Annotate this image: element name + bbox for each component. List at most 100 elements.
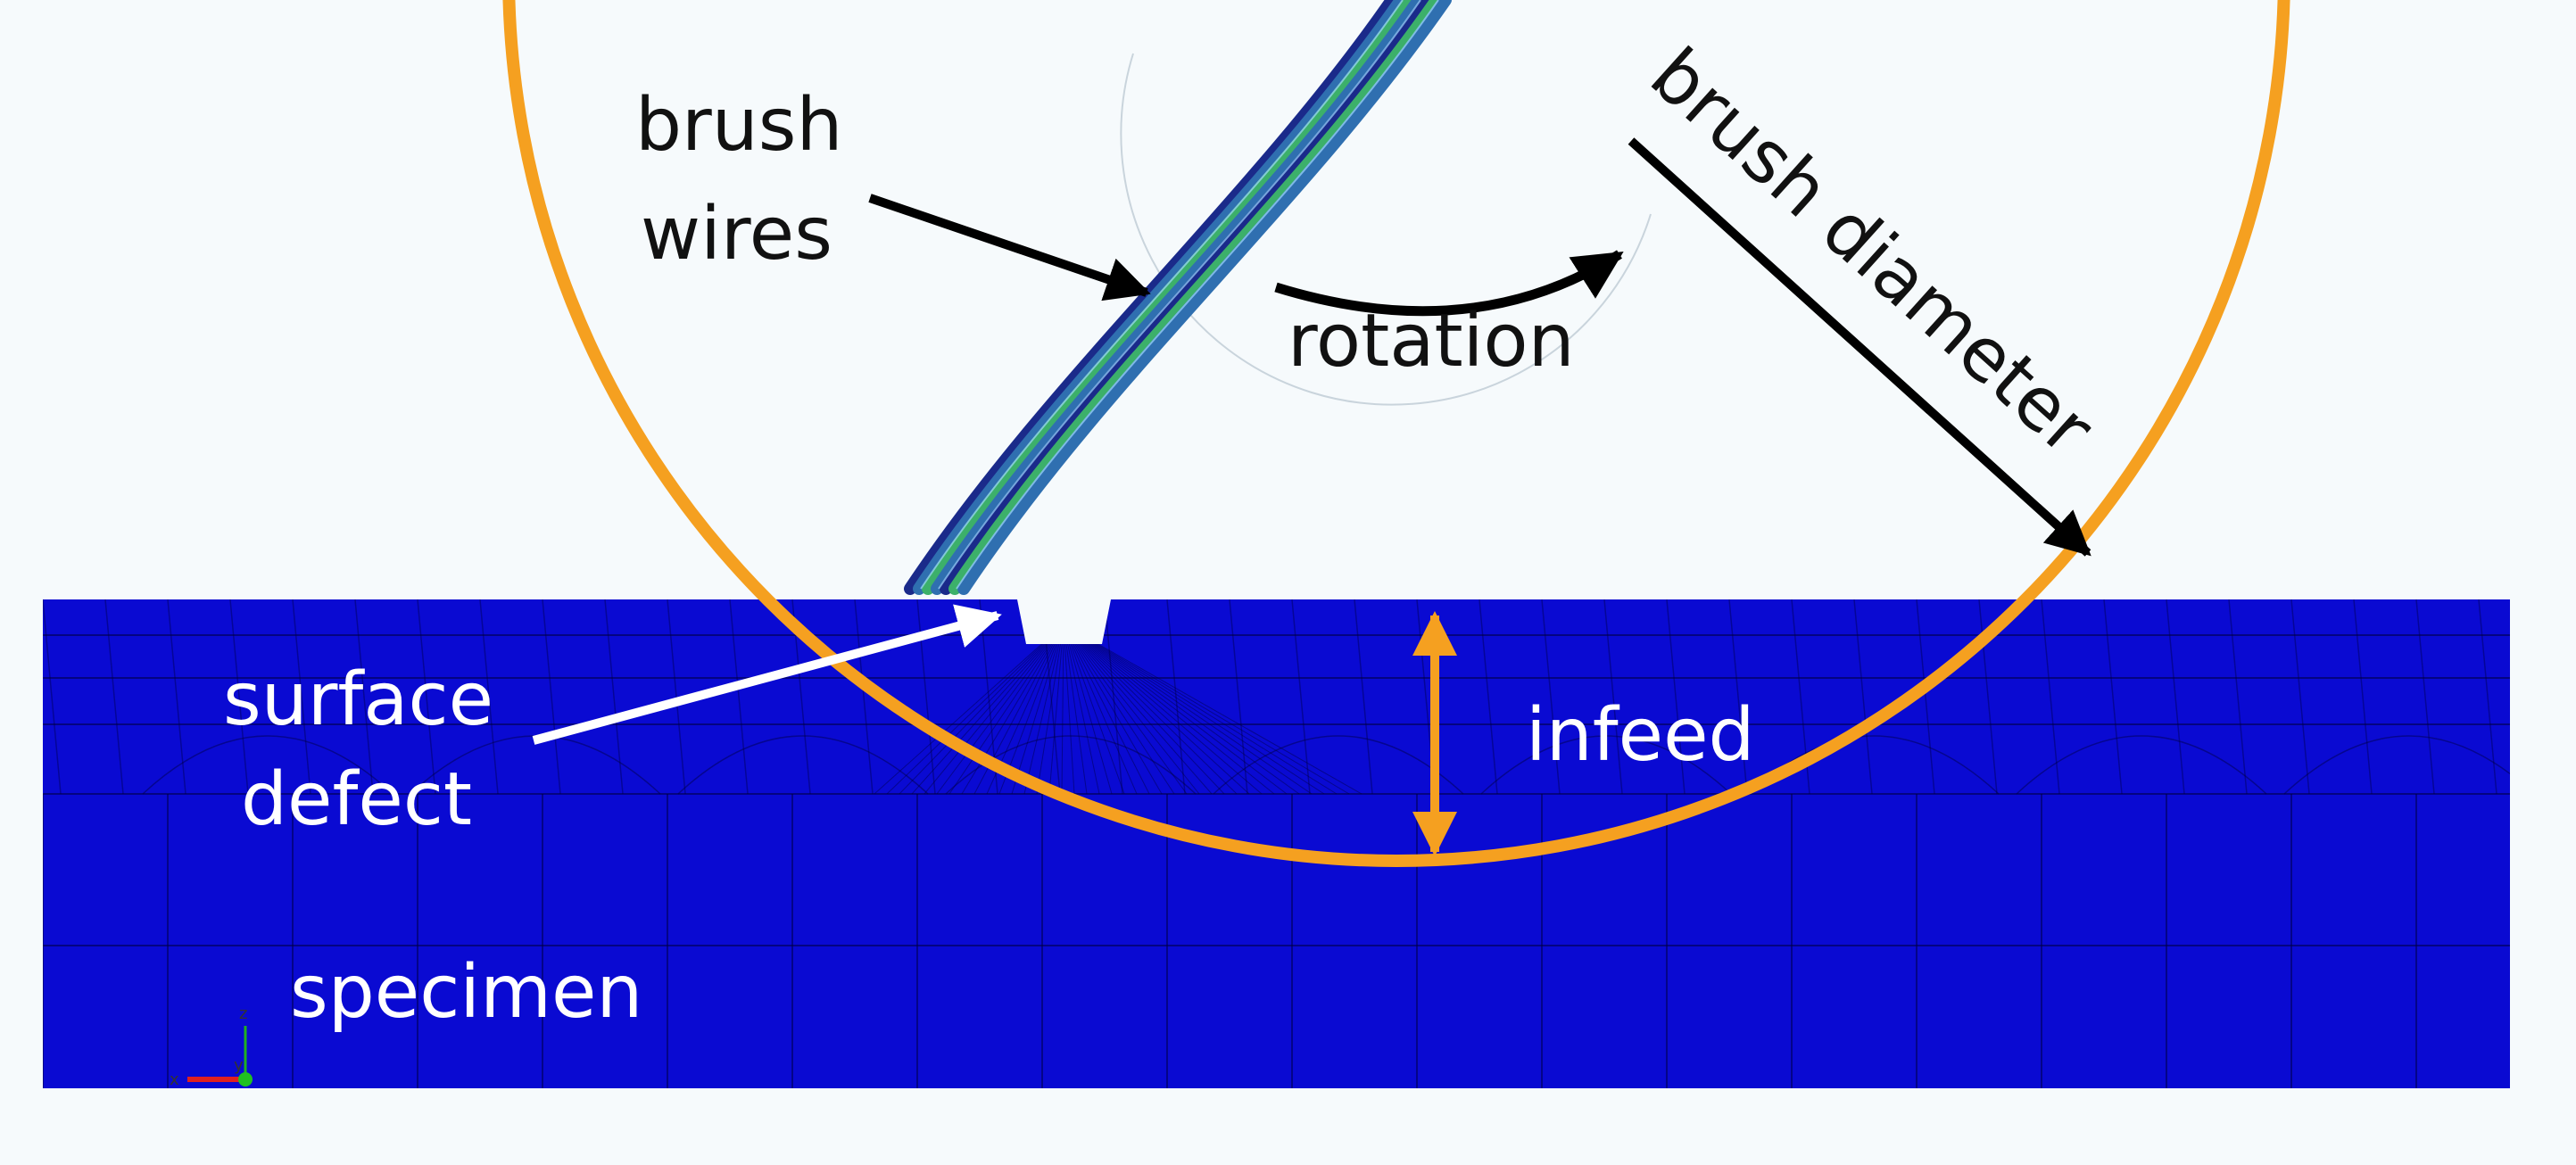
axis-x-label: x [170,1070,179,1089]
label-surface-defect-line2: defect [241,757,472,842]
mesh-line [604,599,624,795]
mesh-arc [142,735,393,795]
brush-wire-strand [931,0,1425,595]
mesh-line [1063,624,1313,795]
mesh-line [2041,599,2060,795]
mesh-line [1063,624,1163,795]
mesh-line [1063,624,1075,795]
mesh-line [1166,599,1186,795]
mesh-line [1063,624,1300,795]
label-surface-defect-line1: surface [223,657,493,742]
mesh-line [874,624,1064,795]
mesh-line [1354,599,1373,795]
mesh-line [1063,624,1088,795]
mesh-line [1011,624,1064,795]
mesh-line [229,599,249,795]
label-infeed: infeed [1526,693,1755,778]
mesh-line [2103,599,2123,795]
mesh-line [1048,624,1064,795]
rotation-arrow [1274,250,1624,317]
brush-wire-highlight [920,0,1404,590]
mesh-line [899,624,1064,795]
mesh-line [886,624,1064,795]
mesh-arc [677,735,929,795]
brush-diameter-arrow [1628,137,2091,557]
axis-z-label: z [239,1004,247,1023]
mesh-line [1229,599,1248,795]
mesh-line [1063,624,1125,795]
mesh-line [1063,624,1238,795]
rotation-guide-arc [1120,53,1652,406]
mesh-line [1063,624,1363,795]
mesh-line [854,599,874,795]
brush-wire-strand [922,0,1416,595]
mesh-line [2290,599,2310,795]
label-specimen: specimen [290,950,642,1035]
brush-wire-strand [948,0,1443,595]
mesh-line [1916,599,1935,795]
label-brush-diameter: brush diameter [1635,32,2109,471]
mesh-line [2415,599,2435,795]
mesh-line [1063,624,1288,795]
mesh-line [43,599,62,795]
mesh-line [1853,599,1873,795]
mesh-line [1063,624,1250,795]
mesh-line [1036,624,1064,795]
mesh-line [667,599,686,795]
brush-wire-strand [913,0,1407,595]
mesh-line [961,624,1064,795]
mesh-line [2228,599,2248,795]
mesh-line [2478,599,2497,795]
specimen-mesh [43,599,2510,1088]
mesh-line [542,599,561,795]
brush-circle [502,0,2290,867]
mesh-line [1063,624,1138,795]
mesh-arc [2016,735,2267,795]
brush-wire-strand [940,0,1434,595]
brush-wire-strand [904,0,1398,595]
mesh-line [354,599,374,795]
mesh-line [479,599,499,795]
mesh-line [1063,624,1275,795]
mesh-arc [1480,735,1732,795]
mesh-line [104,599,124,795]
mesh-line [1063,624,1350,795]
brush-wire-strand [957,0,1452,595]
label-rotation: rotation [1288,299,1575,384]
brush-wires [904,0,1452,595]
mesh-line [1291,599,1311,795]
brush-wires-arrow [868,194,1151,302]
mesh-line [1603,599,1623,795]
mesh-line [1541,599,1561,795]
mesh-line [1063,624,1150,795]
mesh-line [167,599,186,795]
mesh-line [2166,599,2185,795]
axis-y-label: y [234,1056,244,1075]
mesh-arc [945,735,1197,795]
mesh-line [729,599,749,795]
mesh-line [2353,599,2373,795]
mesh-line [924,624,1064,795]
mesh-line [1104,599,1123,795]
specimen-fill [43,599,2510,1088]
surface-defect-arrow [532,604,1002,745]
mesh-line [1063,624,1188,795]
surface-defect-notch [1017,599,1111,644]
label-brush-wires-line2: wires [641,192,832,277]
mesh-line [1063,624,1225,795]
mesh-line [936,624,1064,795]
mesh-line [292,599,311,795]
mesh-line [1666,599,1686,795]
mesh-line [1063,624,1200,795]
mesh-line [1479,599,1498,795]
mesh-line [1063,624,1175,795]
axis-y-dot [238,1072,253,1087]
mesh-line [1063,624,1263,795]
mesh-line [1063,624,1113,795]
mesh-line [948,624,1064,795]
mesh-line [1728,599,1748,795]
mesh-line [1063,624,1338,795]
axis-triad: x y z [170,1004,253,1089]
